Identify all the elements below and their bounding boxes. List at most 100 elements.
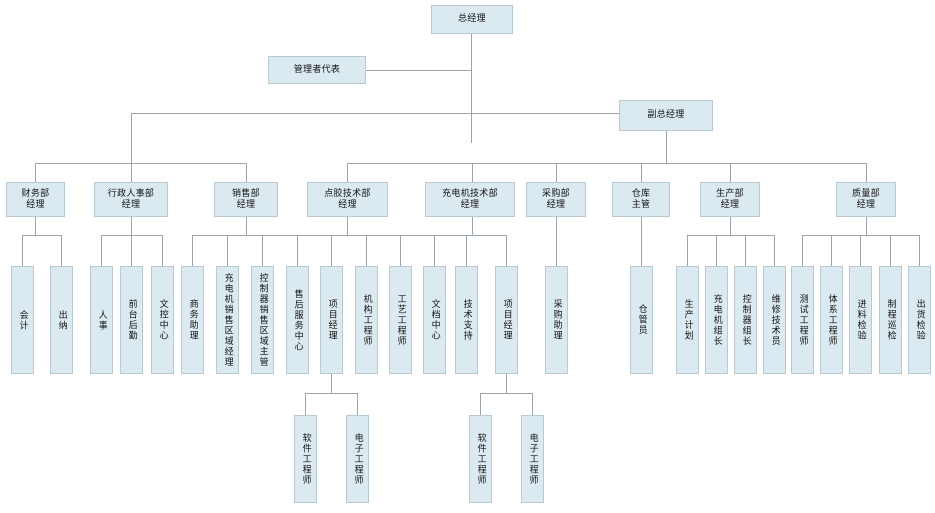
node-electronic-engineer-sales[interactable]: 电子工程师 — [346, 415, 369, 503]
connector-pmb-bar — [480, 393, 532, 394]
connector-dianjiao-c2 — [400, 235, 401, 266]
connector-sales-c5 — [331, 235, 332, 266]
node-project-manager-sales[interactable]: 项目经理 — [320, 266, 343, 374]
connector-quality-down — [866, 217, 867, 235]
node-management-representative[interactable]: 管理者代表 — [268, 56, 366, 84]
connector-sales-c1 — [192, 235, 193, 266]
node-admin-hr-dept-manager[interactable]: 行政人事部 经理 — [94, 182, 168, 217]
node-test-engineer[interactable]: 测试工程师 — [791, 266, 814, 374]
connector-pma-bar — [305, 393, 357, 394]
connector-dianjiao-down — [347, 217, 348, 235]
connector-sales-c3 — [262, 235, 263, 266]
node-warehouse-supervisor[interactable]: 仓库 主管 — [612, 182, 670, 217]
connector-production-bar — [687, 235, 774, 236]
node-outgoing-inspection[interactable]: 出货检验 — [908, 266, 931, 374]
connector-purchasing-down — [556, 217, 557, 266]
node-dianjiao-tech-dept-manager[interactable]: 点胶技术部 经理 — [307, 182, 388, 217]
node-charger-sales-regional-manager[interactable]: 充电机销售区域经理 — [216, 266, 239, 374]
connector-sales-down — [246, 217, 247, 235]
connector-to-charger-tech — [472, 163, 473, 183]
node-business-assistant[interactable]: 商务助理 — [181, 266, 204, 374]
node-maintenance-technician[interactable]: 维修技术员 — [763, 266, 786, 374]
connector-to-admin — [131, 163, 132, 183]
connector-quality-c4 — [890, 235, 891, 266]
node-reception-logistics[interactable]: 前台后勤 — [120, 266, 143, 374]
connector-right-dept-bar — [347, 163, 866, 164]
node-hr[interactable]: 人事 — [90, 266, 113, 374]
node-project-manager-charger-tech[interactable]: 项目经理 — [495, 266, 518, 374]
connector-chargertech-down — [472, 217, 473, 235]
node-controller-team-leader[interactable]: 控制器组长 — [734, 266, 757, 374]
node-quality-dept-manager[interactable]: 质量部 经理 — [836, 182, 896, 217]
node-sales-dept-manager[interactable]: 销售部 经理 — [214, 182, 278, 217]
node-purchasing-assistant[interactable]: 采购助理 — [545, 266, 568, 374]
connector-pmb-c1 — [480, 393, 481, 415]
connector-finance-bar — [22, 235, 62, 236]
connector-admin-down — [131, 217, 132, 235]
node-software-engineer-sales[interactable]: 软件工程师 — [294, 415, 317, 503]
connector-quality-c3 — [860, 235, 861, 266]
connector-finance-down — [35, 217, 36, 235]
connector-admin-c2 — [131, 235, 132, 266]
node-warehouse-keeper[interactable]: 仓管员 — [630, 266, 653, 374]
node-process-engineer[interactable]: 工艺工程师 — [389, 266, 412, 374]
node-general-manager[interactable]: 总经理 — [431, 5, 513, 34]
node-finance-dept-manager[interactable]: 财务部 经理 — [6, 182, 65, 217]
node-after-sales-service-center[interactable]: 售后服务中心 — [286, 266, 309, 374]
connector-dianjiao-c4 — [466, 235, 467, 266]
node-purchasing-dept-manager[interactable]: 采购部 经理 — [526, 182, 586, 217]
connector-to-sales — [246, 163, 247, 183]
node-charger-tech-dept-manager[interactable]: 充电机技术部 经理 — [425, 182, 515, 217]
node-system-engineer[interactable]: 体系工程师 — [820, 266, 843, 374]
connector-production-down — [730, 217, 731, 235]
node-incoming-inspection[interactable]: 进料检验 — [849, 266, 872, 374]
connector-left-dept-bar — [35, 163, 247, 164]
connector-to-purchasing — [556, 163, 557, 183]
connector-to-finance — [35, 163, 36, 183]
connector-admin-c3 — [162, 235, 163, 266]
connector-deputy-down — [666, 131, 667, 163]
connector-admin-c1 — [101, 235, 102, 266]
connector-mgmt-rep — [366, 70, 472, 71]
connector-production-c2 — [716, 235, 717, 266]
node-tech-support[interactable]: 技术支持 — [455, 266, 478, 374]
connector-to-dianjiao — [347, 163, 348, 183]
node-doc-center[interactable]: 文档中心 — [423, 266, 446, 374]
connector-production-c3 — [745, 235, 746, 266]
connector-finance-c1 — [22, 235, 23, 266]
connector-warehouse-down — [641, 217, 642, 266]
connector-dianjiao-c3 — [434, 235, 435, 266]
node-controller-sales-regional-supervisor[interactable]: 控制器销售区域主管 — [251, 266, 274, 374]
connector-finance-c2 — [61, 235, 62, 266]
connector-sales-bar — [192, 235, 331, 236]
connector-quality-c5 — [919, 235, 920, 266]
node-doc-control-center[interactable]: 文控中心 — [151, 266, 174, 374]
connector-quality-c2 — [831, 235, 832, 266]
node-mechanical-engineer[interactable]: 机构工程师 — [355, 266, 378, 374]
node-process-patrol-inspection[interactable]: 制程巡检 — [879, 266, 902, 374]
node-production-dept-manager[interactable]: 生产部 经理 — [700, 182, 760, 217]
node-deputy-general-manager[interactable]: 副总经理 — [619, 100, 713, 131]
connector-to-warehouse — [641, 163, 642, 183]
connector-sales-c2 — [227, 235, 228, 266]
connector-pma-c2 — [357, 393, 358, 415]
node-cashier[interactable]: 出纳 — [50, 266, 73, 374]
node-electronic-engineer-charger-tech[interactable]: 电子工程师 — [521, 415, 544, 503]
connector-pmb-down — [506, 373, 507, 393]
connector-production-c1 — [687, 235, 688, 266]
connector-chargertech-c1 — [506, 235, 507, 266]
connector-production-c4 — [774, 235, 775, 266]
connector-left-branch — [131, 113, 132, 163]
connector-dianjiao-c1 — [366, 235, 367, 266]
connector-pma-c1 — [305, 393, 306, 415]
node-accountant[interactable]: 会计 — [11, 266, 34, 374]
connector-to-quality — [866, 163, 867, 183]
connector-chargertech-bar — [466, 235, 507, 236]
node-charger-team-leader[interactable]: 充电机组长 — [705, 266, 728, 374]
connector-to-production — [730, 163, 731, 183]
connector-pmb-c2 — [532, 393, 533, 415]
node-software-engineer-charger-tech[interactable]: 软件工程师 — [469, 415, 492, 503]
connector-dianjiao-bar — [331, 235, 466, 236]
node-production-plan[interactable]: 生产计划 — [676, 266, 699, 374]
